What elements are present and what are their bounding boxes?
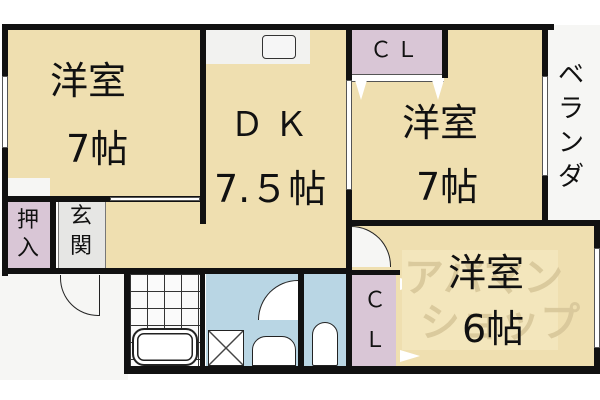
closet-bottom-label-l: Ｌ [364, 328, 387, 353]
western-room-1 [8, 30, 200, 198]
window-room1-left [2, 76, 8, 148]
toilet [312, 322, 338, 366]
wall-closet-top-right [442, 24, 448, 78]
room2-name: 洋室 [402, 101, 479, 145]
closet-door-arrow-right [432, 80, 444, 100]
wall-left [2, 24, 8, 276]
bathtub [132, 328, 198, 366]
wall-bottom [124, 366, 600, 374]
dk-name: ＤＫ [230, 105, 318, 145]
veranda-area [548, 25, 600, 223]
room3-size: 6帖 [462, 307, 525, 351]
wash-basin [252, 336, 296, 366]
closet-top-door [352, 74, 444, 82]
veranda-label-3: ン [558, 128, 585, 158]
window-room2-right [542, 76, 548, 176]
room1-size: 7帖 [66, 127, 129, 171]
window-room3-right [594, 248, 600, 348]
closet-bottom [352, 274, 396, 368]
watermark-box [402, 250, 558, 350]
veranda-label-2: ラ [558, 94, 585, 124]
entrance-floor [58, 202, 106, 270]
wall-bath-left [124, 268, 130, 374]
wall-room1-bottom [2, 196, 202, 202]
wall-top [2, 24, 554, 30]
wall-closet-bottom-top [346, 270, 400, 275]
closet-bottom-label-c: Ｃ [364, 288, 387, 313]
room3-name: 洋室 [448, 251, 525, 295]
room2-size: 7帖 [416, 165, 479, 209]
room1-name: 洋室 [50, 59, 127, 103]
storage-closet [8, 202, 50, 270]
closet-top-label: ＣＬ [370, 38, 423, 63]
closet-bottom-arrow-bottom [400, 350, 420, 362]
closet-door-arrow-left [355, 80, 367, 100]
dk-size: 7.５帖 [214, 167, 327, 211]
wall-storage-right [50, 200, 56, 272]
entrance-label-bottom: 関 [70, 234, 93, 259]
watermark-line1: アパマン [404, 255, 564, 301]
wall-bath-top [124, 268, 350, 274]
wall-wash-toilet-divider [298, 274, 304, 368]
veranda-label-4: ダ [558, 162, 585, 192]
wall-bath-wash-divider [200, 268, 205, 368]
entrance-label-top: 玄 [70, 204, 93, 229]
sliding-door-room1-bottom [110, 197, 200, 201]
window-dk-right [346, 80, 352, 190]
veranda-label-1: ベ [558, 60, 585, 90]
wall-toilet-right [346, 268, 352, 368]
watermark-line2: ショップ [420, 300, 580, 346]
washing-machine-space [208, 330, 244, 366]
storage-label-bottom: 入 [17, 236, 40, 261]
wall-room1-right [200, 24, 206, 224]
kitchen-sink [262, 35, 296, 59]
wall-hall-bottom [2, 268, 126, 274]
wall-room2-bottom [346, 220, 600, 226]
closet-top [352, 30, 444, 74]
hallway [106, 200, 350, 270]
storage-label-top: 押 [17, 208, 40, 233]
